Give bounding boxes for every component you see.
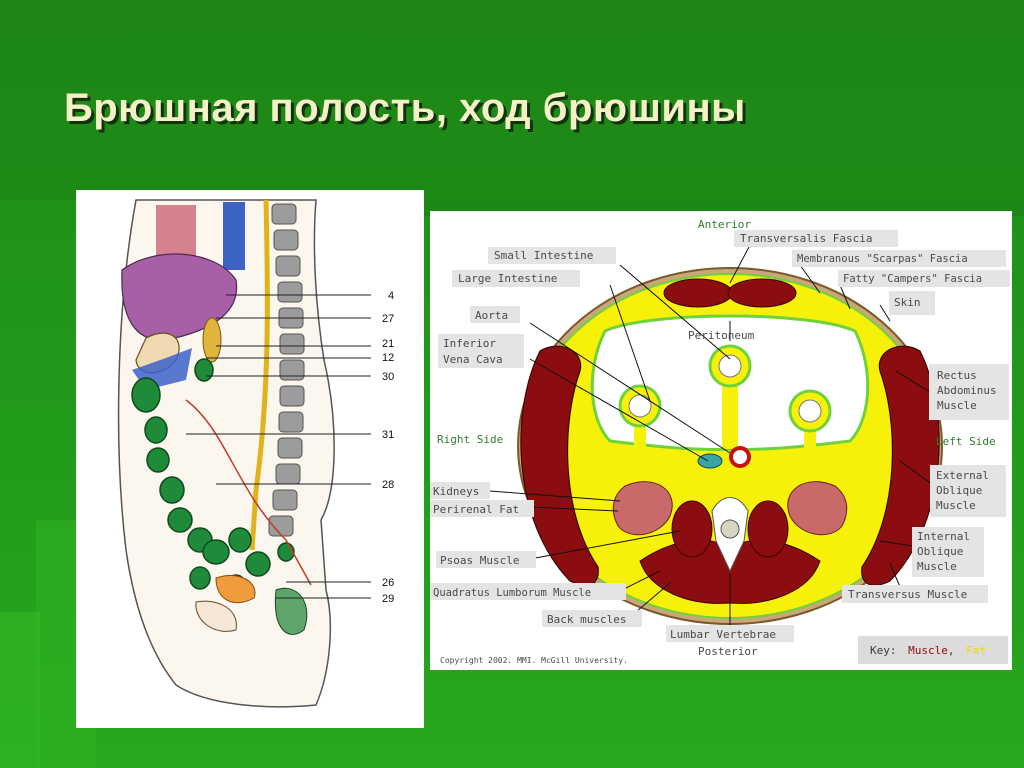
orientation-posterior: Posterior <box>698 645 758 658</box>
liver <box>121 253 238 341</box>
label-internal-oblique-3: Muscle <box>917 560 957 573</box>
label-skin: Skin <box>894 296 921 309</box>
label-rectus-3: Muscle <box>937 399 977 412</box>
sagittal-label: 30 <box>382 371 394 383</box>
sagittal-label: 12 <box>382 352 394 364</box>
kidney-right <box>612 481 673 536</box>
key-label: Key: <box>870 644 897 657</box>
slide-title: Брюшная полость, ход брюшины <box>64 86 746 130</box>
cross-section-figure: Anterior Posterior Right Side Left Side … <box>430 211 1012 670</box>
orientation-anterior: Anterior <box>698 218 751 231</box>
label-ivc-2: Vena Cava <box>443 353 503 366</box>
copyright-text: Copyright 2002. MMI. McGill University. <box>440 656 628 665</box>
kidney-left <box>787 481 848 536</box>
key-muscle: Muscle <box>908 644 948 657</box>
label-fatty-fascia: Fatty "Campers" Fascia <box>843 273 982 285</box>
label-external-oblique-3: Muscle <box>936 499 976 512</box>
label-internal-oblique-1: Internal <box>917 530 970 543</box>
orientation-left: Left Side <box>936 435 996 448</box>
label-transversus: Transversus Muscle <box>848 588 967 601</box>
sagittal-label: 29 <box>382 593 394 605</box>
label-external-oblique-1: External <box>936 469 989 482</box>
label-back-muscles: Back muscles <box>547 613 626 626</box>
sagittal-label: 21 <box>382 338 394 350</box>
intestines <box>131 358 295 598</box>
label-rectus-2: Abdominus <box>937 384 997 397</box>
sagittal-label: 31 <box>382 429 394 441</box>
key-fat: Fat <box>966 644 986 657</box>
label-ivc-1: Inferior <box>443 337 496 350</box>
label-perirenal-fat: Perirenal Fat <box>433 503 519 516</box>
cross-section-label-boxes <box>430 230 1010 664</box>
label-transversalis-fascia: Transversalis Fascia <box>740 232 872 245</box>
label-external-oblique-2: Oblique <box>936 484 982 497</box>
muscle-wall-right-side <box>520 345 599 586</box>
label-aorta: Aorta <box>475 309 508 322</box>
vena-cava <box>697 453 723 469</box>
sagittal-label: 27 <box>382 313 394 325</box>
key-legend: Key: Muscle, Fat <box>870 644 986 657</box>
label-peritoneum: Peritoneum <box>688 329 755 342</box>
sagittal-leaders <box>186 294 371 599</box>
sagittal-label: 26 <box>382 577 394 589</box>
sagittal-label: 4 <box>388 290 394 302</box>
sagittal-section-figure: 4 27 21 12 30 31 28 26 29 <box>76 190 424 728</box>
intestine-loops <box>618 344 832 433</box>
rectus-muscle-right <box>663 278 733 308</box>
label-lumbar-vertebrae: Lumbar Vertebrae <box>670 628 776 641</box>
label-psoas: Psoas Muscle <box>440 554 519 567</box>
label-quadratus: Quadratus Lumborum Muscle <box>433 587 591 599</box>
label-membranous-fascia: Membranous "Scarpas" Fascia <box>797 253 968 265</box>
rectus-muscle-left <box>727 278 797 308</box>
cross-section-leaders <box>489 244 937 625</box>
vertebral-column <box>268 203 305 537</box>
label-small-intestine: Small Intestine <box>494 249 593 262</box>
label-large-intestine: Large Intestine <box>458 272 557 285</box>
label-kidneys: Kidneys <box>433 485 479 498</box>
sagittal-label: 28 <box>382 479 394 491</box>
aorta <box>729 446 751 468</box>
label-rectus-1: Rectus <box>937 369 977 382</box>
label-internal-oblique-2: Oblique <box>917 545 963 558</box>
key-separator: , <box>948 644 955 657</box>
orientation-right: Right Side <box>437 433 503 446</box>
